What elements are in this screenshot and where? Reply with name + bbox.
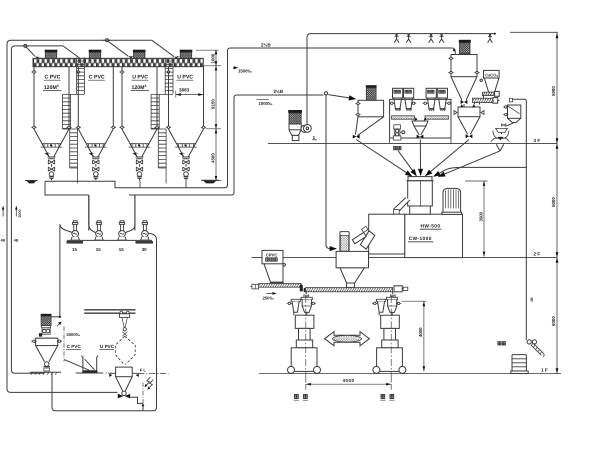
svg-text:6000: 6000 <box>551 316 556 326</box>
svg-text:1: 1 <box>313 135 316 140</box>
svg-text:3000: 3000 <box>18 210 22 218</box>
svg-text:HW-500: HW-500 <box>421 224 441 230</box>
svg-text:120M3: 120M3 <box>132 84 147 91</box>
svg-text:CaCO3: CaCO3 <box>485 72 498 78</box>
svg-text:3 F: 3 F <box>534 138 541 143</box>
svg-text:4B: 4B <box>1 239 6 243</box>
svg-text:CW-1000: CW-1000 <box>409 236 432 242</box>
svg-text:5000: 5000 <box>551 197 556 207</box>
svg-text:1000: 1000 <box>210 53 215 63</box>
svg-text:1500‰: 1500‰ <box>238 69 253 74</box>
svg-text:U PVC: U PVC <box>100 344 115 349</box>
svg-text:4000: 4000 <box>343 378 355 383</box>
svg-text:U PVC: U PVC <box>177 75 193 81</box>
svg-text:1B: 1B <box>530 297 534 302</box>
svg-text:CPVC: CPVC <box>266 252 278 257</box>
svg-text:250‰: 250‰ <box>263 296 275 301</box>
svg-text:15: 15 <box>72 247 77 252</box>
svg-text:F L: F L <box>140 368 147 373</box>
svg-text:4500: 4500 <box>210 153 215 163</box>
svg-text:3883: 3883 <box>179 88 190 93</box>
svg-text:15: 15 <box>119 247 124 252</box>
svg-text:4B: 4B <box>14 239 19 243</box>
svg-text:120M3: 120M3 <box>44 84 59 91</box>
svg-text:4000: 4000 <box>418 327 423 337</box>
svg-text:3000‰: 3000‰ <box>66 332 80 337</box>
svg-text:15: 15 <box>96 247 101 252</box>
svg-text:5000: 5000 <box>551 86 556 96</box>
svg-text:9150: 9150 <box>210 99 215 109</box>
svg-text:2½B: 2½B <box>274 89 284 94</box>
svg-text:1 F: 1 F <box>541 368 548 373</box>
svg-text:C PVC: C PVC <box>67 344 82 349</box>
svg-text:U PVC: U PVC <box>132 75 148 81</box>
svg-text:2½B: 2½B <box>261 42 271 47</box>
svg-text:3500: 3500 <box>479 211 484 221</box>
svg-text:30: 30 <box>142 247 147 252</box>
svg-text:C PVC: C PVC <box>89 75 105 81</box>
svg-text:1000‰: 1000‰ <box>259 101 274 106</box>
svg-text:C PVC: C PVC <box>45 75 61 81</box>
svg-text:2 F: 2 F <box>534 252 541 257</box>
